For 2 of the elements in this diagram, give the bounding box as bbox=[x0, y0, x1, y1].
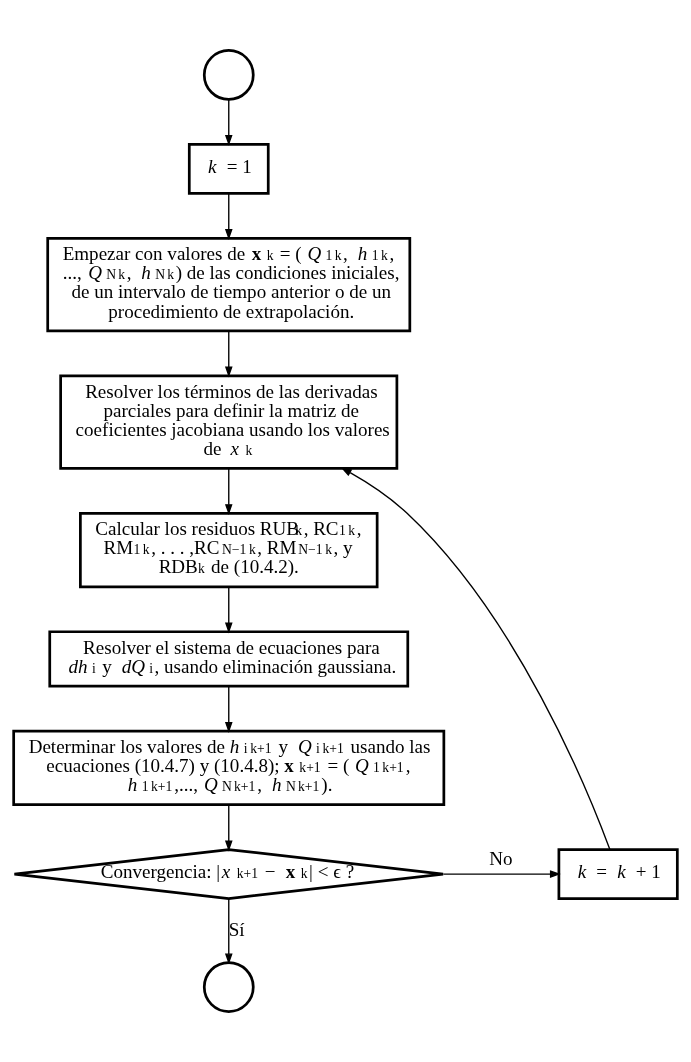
edge-label: No bbox=[489, 847, 513, 869]
edge-label: Sí bbox=[228, 918, 245, 940]
